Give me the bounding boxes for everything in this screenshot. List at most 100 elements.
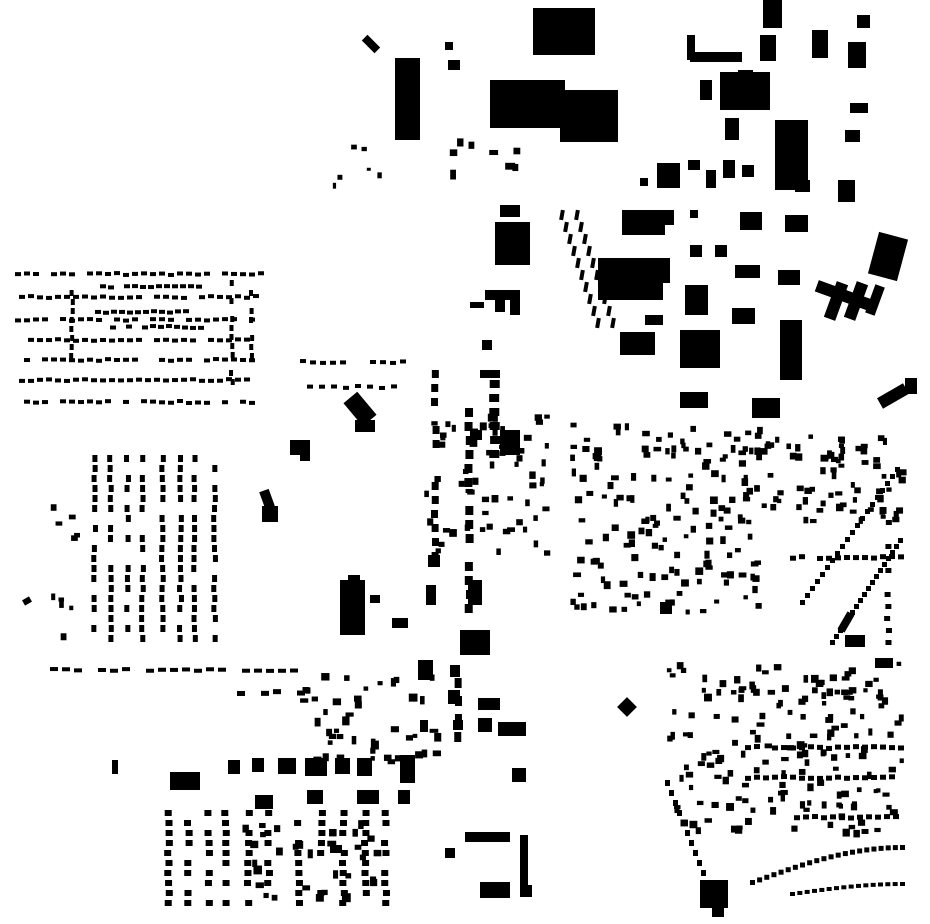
building [434,476,441,482]
building [650,514,657,521]
building [726,571,734,579]
building [310,360,316,365]
building [673,800,678,806]
building [91,575,97,582]
building [609,606,617,613]
building [390,726,399,733]
building [886,804,892,810]
building [706,537,714,545]
building [465,506,474,515]
building [828,854,834,860]
building [91,565,97,572]
building [801,749,809,758]
building [723,579,730,586]
building [704,818,712,823]
building [361,840,369,846]
building [696,578,702,585]
building [222,840,230,846]
building [778,869,784,875]
building [123,318,129,323]
building [37,338,43,343]
building [701,753,707,761]
building [393,676,400,684]
building [853,829,860,838]
building [159,465,165,472]
building [184,820,192,826]
building [181,377,187,382]
building [729,496,736,504]
building [840,544,845,549]
building [159,317,165,322]
building [805,593,810,598]
building [394,755,401,762]
building [754,447,761,455]
building [837,436,845,442]
building [662,210,674,225]
building [226,377,232,382]
building [796,504,802,511]
building [127,338,133,343]
building [164,810,172,816]
building [831,471,837,480]
building [735,796,742,801]
building [681,579,689,587]
building [141,271,147,276]
building [858,752,867,760]
building [871,555,877,561]
building [867,231,909,282]
building [490,80,565,128]
building [212,485,218,492]
building [317,840,325,846]
building [264,830,272,836]
building [681,820,686,826]
building [28,294,34,299]
building [870,502,875,507]
building [757,426,763,435]
building [426,585,436,605]
building [107,475,113,482]
building [718,505,726,512]
building [870,882,876,887]
building [33,272,39,277]
building [24,399,30,404]
building [640,178,648,186]
building [222,820,230,826]
building [489,149,499,156]
building [665,477,672,482]
building [92,525,98,532]
building [743,595,748,600]
building [715,245,727,257]
building [355,384,361,389]
building [781,770,786,776]
building [205,900,213,906]
building [454,678,462,688]
building [732,739,738,746]
building [643,452,651,458]
building [70,308,75,314]
building [69,290,74,296]
building [665,780,670,786]
building [616,494,624,501]
building [69,399,75,404]
building [151,309,157,314]
building [717,754,725,763]
building [866,814,872,820]
building [745,775,751,781]
building [191,495,197,502]
building [132,317,138,322]
building [486,523,493,530]
building [641,445,649,453]
building [615,429,621,436]
building [431,552,439,560]
building [148,285,154,290]
building [205,850,213,856]
building [478,718,492,732]
building [667,735,673,742]
building [370,595,380,603]
building [140,635,146,642]
building [331,384,337,389]
building [465,832,510,842]
building [796,751,803,759]
building [887,731,894,738]
building [340,360,346,365]
